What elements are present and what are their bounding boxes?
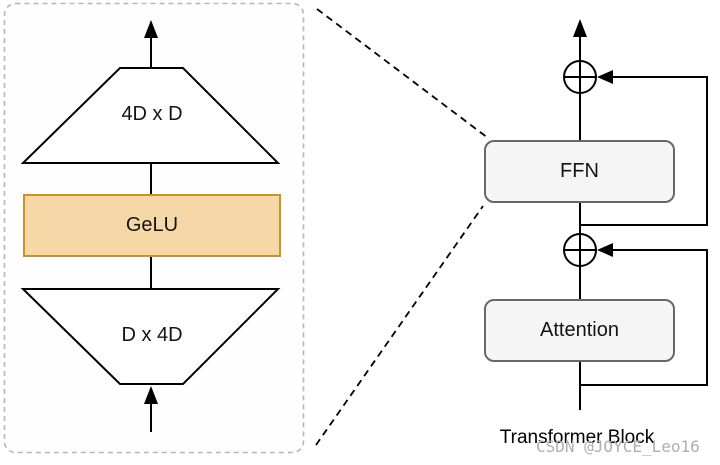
attention-skip-connection [580, 243, 708, 386]
ffn-skip-arrowhead-icon [597, 70, 613, 84]
zoom-connector-top-line [316, 8, 489, 139]
transformer-block-caption: Transformer Block [499, 427, 655, 448]
down-projection-label: D x 4D [121, 324, 183, 346]
up-projection-label: 4D x D [121, 103, 183, 125]
ffn-box-label: FFN [560, 160, 599, 182]
csdn-watermark: CSDN @JOYCE_Leo16 [536, 437, 700, 456]
ffn-box: FFN [484, 140, 675, 203]
detail-input-arrow [144, 386, 158, 432]
down-projection-trapezoid [20, 288, 281, 385]
attention-box: Attention [484, 299, 675, 362]
detail-output-arrow [144, 20, 158, 68]
block-output-arrowhead-icon [573, 19, 587, 37]
gelu-activation-label: GeLU [125, 214, 179, 236]
up-projection-trapezoid [20, 67, 281, 164]
ffn-residual-add-icon [563, 60, 597, 94]
zoom-connector-bottom-line [315, 205, 484, 446]
attention-box-label: Attention [540, 319, 619, 341]
gelu-activation-box: GeLU [23, 194, 281, 257]
attention-residual-add-icon [563, 233, 597, 267]
detail-output-arrowhead-icon [144, 20, 158, 38]
detail-input-arrowhead-icon [144, 386, 158, 404]
attention-skip-arrowhead-icon [597, 243, 613, 257]
ffn-skip-connection [580, 70, 708, 226]
